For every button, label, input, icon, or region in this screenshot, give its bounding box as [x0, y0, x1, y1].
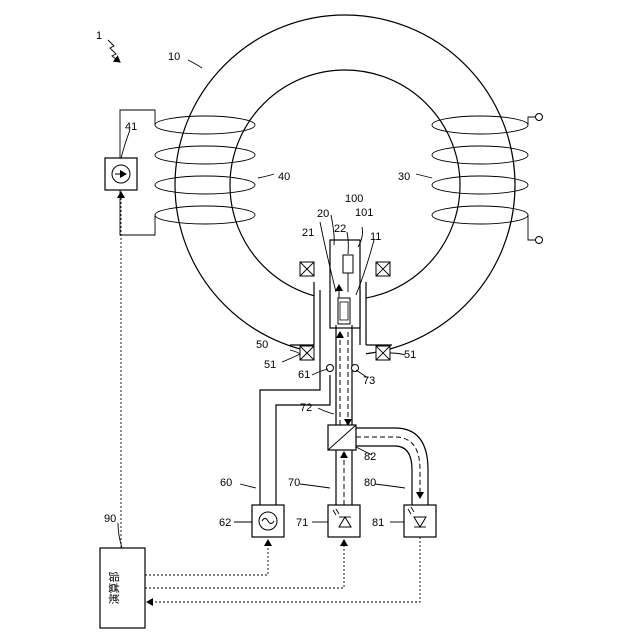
label-magnet-block-a: 51	[264, 359, 276, 371]
detector-light-path	[356, 428, 428, 505]
label-drive-node: 61	[298, 369, 310, 381]
label-drive-unit: 60	[220, 477, 232, 489]
label-ring-opening: 11	[370, 231, 381, 243]
label-probe: 20	[317, 208, 329, 220]
magnet-block-top-right	[376, 262, 390, 276]
label-enclosure-edge: 101	[355, 207, 373, 219]
processor-box	[100, 548, 145, 628]
label-probe-sensor: 22	[334, 223, 346, 235]
light-source	[328, 505, 360, 537]
signal-generator	[252, 505, 284, 537]
label-magnet-unit: 50	[256, 339, 268, 351]
label-splitter: 82	[364, 451, 376, 463]
label-detector: 81	[372, 517, 384, 529]
label-magnet-block-b: 51	[404, 349, 416, 361]
label-coil-left: 40	[278, 171, 290, 183]
label-fiber: 72	[300, 402, 312, 414]
current-source	[105, 158, 137, 190]
label-light-source: 71	[296, 517, 308, 529]
label-detector-unit: 80	[364, 477, 376, 489]
magnet-block-top-left	[300, 262, 314, 276]
label-probe-tip: 21	[302, 227, 314, 239]
label-generator: 62	[219, 517, 231, 529]
beam-splitter	[328, 425, 356, 450]
label-fiber-node: 73	[363, 375, 375, 387]
magnet-block-bottom-right	[376, 346, 390, 360]
label-enclosure: 100	[345, 193, 363, 205]
magnet-block-bottom-left	[300, 346, 314, 360]
label-light-unit: 70	[288, 477, 300, 489]
label-ring: 10	[168, 51, 180, 63]
label-processor: 90	[104, 513, 116, 525]
label-coil-right: 30	[398, 171, 410, 183]
label-system: 1	[96, 30, 102, 42]
processor-text: 演算部	[107, 572, 121, 605]
label-current-source: 41	[125, 121, 137, 133]
photodetector	[404, 505, 436, 537]
